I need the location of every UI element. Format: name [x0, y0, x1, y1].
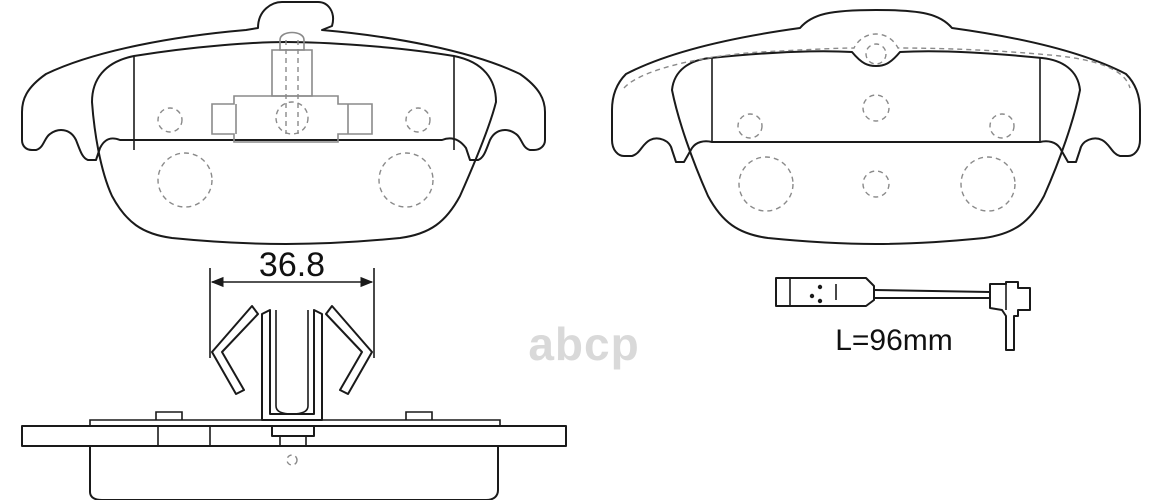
left-pad-hole-small-right: [405, 107, 431, 133]
right-pad-hole-small-left: [737, 113, 763, 139]
pad-side-view: 36.8: [21, 246, 567, 500]
right-pad-hole-small-right: [989, 113, 1015, 139]
right-pad-hole-upper-center: [862, 94, 890, 122]
left-pad-backing-plate: [21, 1, 546, 161]
right-pad-hole-lower-center: [862, 170, 890, 198]
wear-sensor-cable: [873, 289, 991, 299]
spring-clip-wing-left: [211, 305, 259, 395]
side-plate-top-strip: [89, 419, 501, 427]
side-hidden-hole: [286, 454, 298, 466]
spring-clip-wing-right: [325, 305, 373, 395]
watermark-logo: abcp: [528, 318, 639, 370]
right-pad-backing-plate: [611, 9, 1141, 163]
right-pad-top-center-hole: [865, 43, 887, 65]
wear-sensor-body: [775, 277, 875, 307]
wear-sensor-dot-2: [809, 293, 815, 299]
left-pad-clip-tab: [271, 49, 313, 97]
right-pad-hole-large-right: [960, 156, 1016, 212]
spring-clip-inner: [275, 310, 309, 415]
side-plate-center-boss: [271, 425, 315, 437]
left-pad-hole-small-left: [157, 107, 183, 133]
left-pad-spring-clip: [211, 95, 373, 143]
right-pad-hidden-plate-outline: [623, 33, 1131, 89]
wear-sensor-dot-3: [817, 298, 823, 304]
left-pad-hole-large-right: [378, 152, 434, 208]
left-pad-hole-large-left: [157, 152, 213, 208]
side-plate-tab-left: [155, 411, 183, 420]
right-pad-rear-view: [611, 9, 1141, 245]
dimension-width-label: 36.8: [259, 246, 325, 284]
right-pad-friction-outline: [671, 50, 1081, 245]
left-pad-clip-tab-notch: [279, 31, 305, 51]
side-plate-tab-right: [405, 411, 433, 420]
right-pad-hole-large-left: [738, 156, 794, 212]
wear-sensor-length-label: L=96mm: [835, 324, 953, 357]
wear-sensor-connector: [989, 281, 1031, 351]
wear-sensor: L=96mm: [775, 277, 1031, 357]
side-friction-block: [89, 445, 499, 500]
left-pad-clip-center-hole: [275, 101, 309, 135]
watermark-text: abcp: [528, 318, 639, 370]
left-pad-front-view: [21, 1, 546, 245]
side-plate-center-boss-lower: [279, 436, 307, 447]
left-pad-friction-lining: [91, 41, 497, 245]
wear-sensor-dot-1: [817, 284, 823, 290]
spring-clip-center: [261, 309, 323, 421]
